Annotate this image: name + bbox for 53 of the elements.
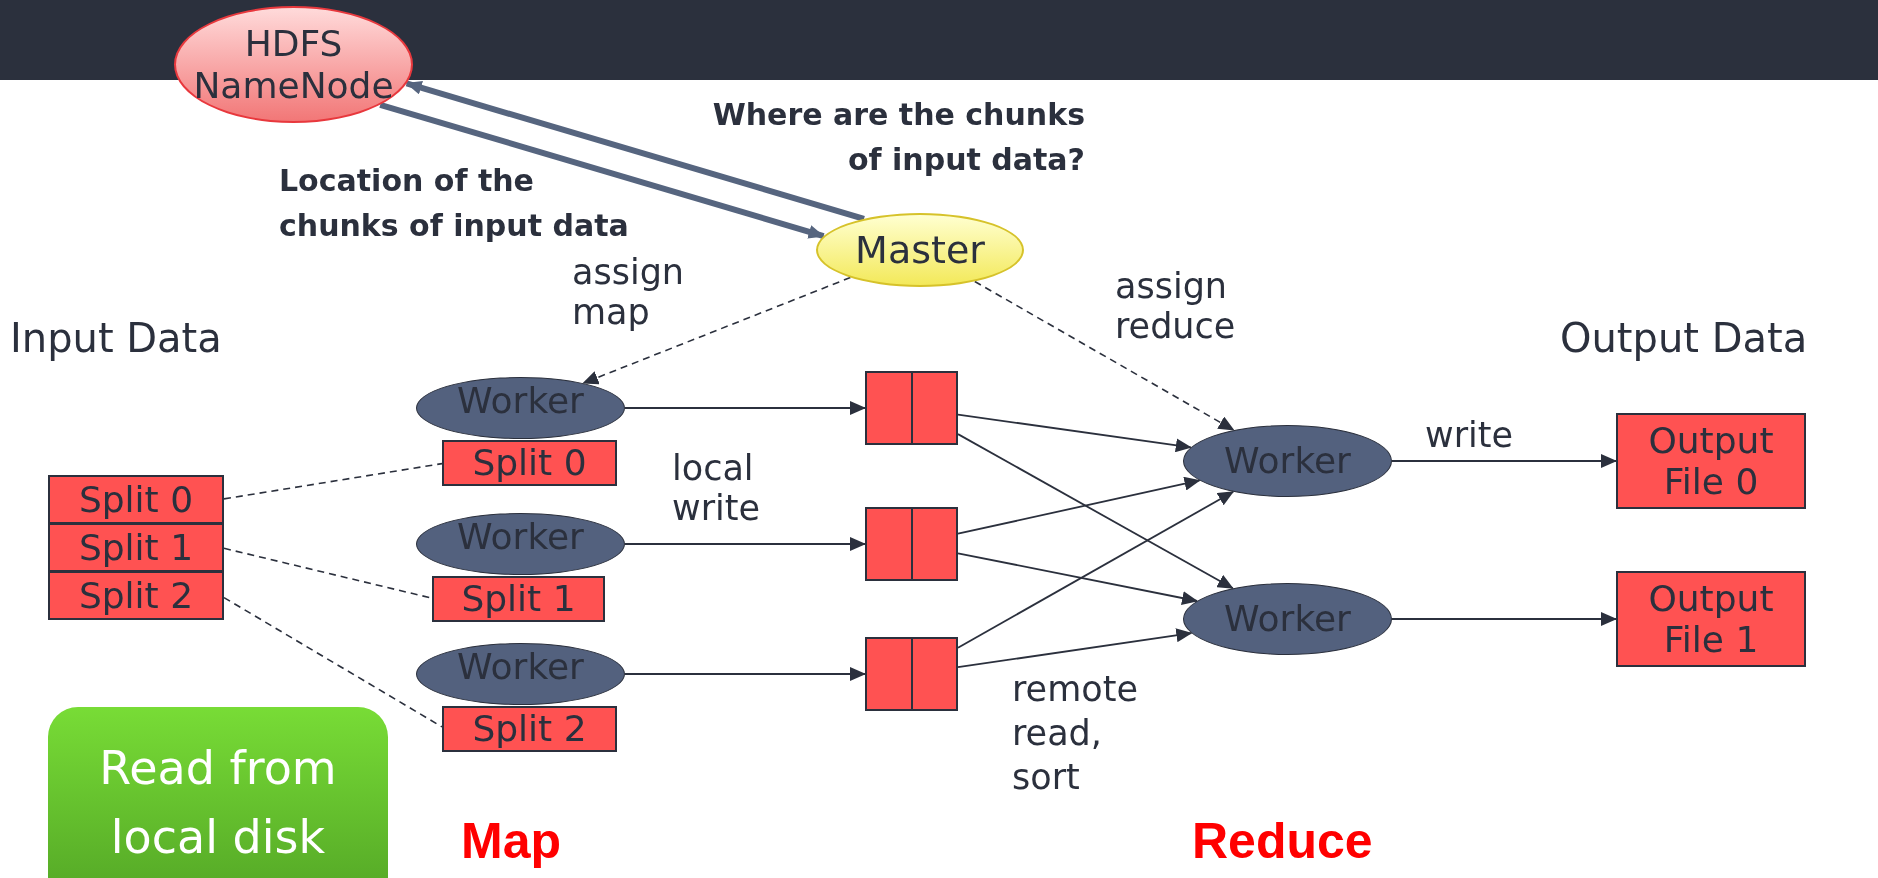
section-heading: Input Data (10, 315, 223, 361)
connector-line (223, 596, 443, 728)
node-label: Worker (1224, 601, 1351, 637)
arrow (624, 667, 866, 681)
arrow (624, 401, 866, 415)
node-label: Split 1 (461, 581, 576, 617)
arrow (1391, 454, 1617, 468)
split-box (48, 571, 224, 620)
split-box (48, 475, 224, 524)
buffer-box (865, 371, 958, 445)
buffer-box (865, 507, 958, 581)
node-label: Split 1 (78, 529, 194, 566)
arrow (957, 433, 1234, 590)
arrow (974, 280, 1235, 431)
node-label: Master (855, 228, 985, 272)
step-note: remote read, sort (1012, 668, 1139, 799)
node-label: Split 0 (78, 481, 194, 518)
node-label: Split 2 (472, 711, 587, 747)
output-file-box (1616, 413, 1806, 509)
node-label: HDFS NameNode (193, 23, 394, 106)
split-box (442, 440, 617, 486)
arrow (957, 413, 1192, 453)
split-box (442, 706, 617, 752)
arrow (957, 628, 1193, 669)
note-box (48, 707, 388, 878)
node-label: Worker (457, 649, 584, 685)
worker-ellipse (1183, 425, 1392, 497)
node-label: Worker (1224, 443, 1351, 479)
node-label: Read from local disk (98, 740, 338, 866)
phase-heading: Reduce (1192, 812, 1374, 870)
edge-label: Location of the chunks of input data (279, 162, 630, 245)
buffer-box (865, 637, 958, 711)
phase-heading: Map (461, 812, 562, 870)
arrow (624, 537, 866, 551)
output-file-box (1616, 571, 1806, 667)
arrow (379, 101, 825, 239)
node-label: Output File 1 (1647, 577, 1775, 661)
arrow (957, 476, 1201, 535)
arrow (1391, 612, 1617, 626)
section-heading: Output Data (1560, 315, 1809, 361)
arrow (957, 490, 1235, 649)
connector-line (223, 462, 443, 500)
node-label: Output File 0 (1647, 419, 1775, 503)
arrow (405, 80, 865, 222)
edge-label: Where are the chunks of input data? (711, 96, 1085, 179)
arrow (582, 276, 852, 385)
node-label: Worker (457, 383, 584, 419)
node-label: Split 0 (472, 445, 587, 481)
arrow (957, 552, 1199, 605)
node-label: Split 2 (78, 577, 194, 614)
node-label: Worker (457, 519, 584, 555)
split-box (432, 576, 605, 622)
split-box (48, 523, 224, 572)
